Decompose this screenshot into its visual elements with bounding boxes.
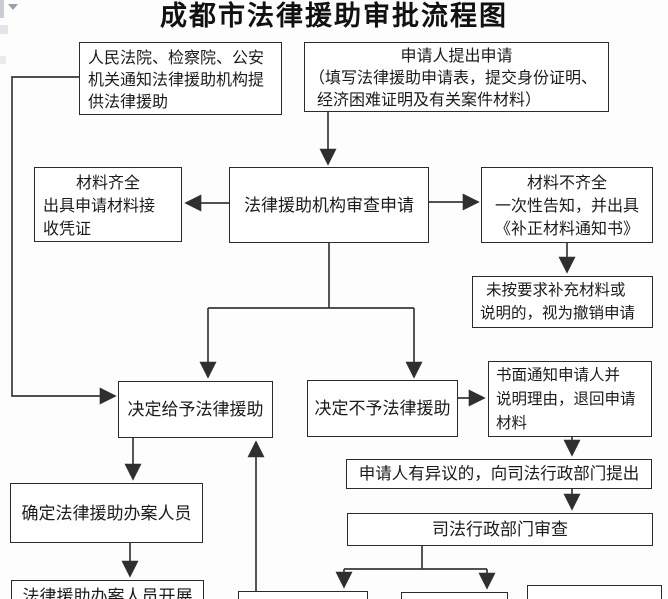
flow-node-applicant-apply: 申请人提出申请 （填写法律援助申请表，提交身份证明、 经济困难证明及有关案件材料… — [304, 42, 609, 112]
node-text-line: 供法律援助 — [88, 94, 169, 111]
node-text-line: 确定法律援助办案人员 — [21, 503, 192, 523]
flow-node-court-notify: 人民法院、检察院、公安 机关通知法律援助机构提 供法律援助 — [79, 42, 282, 115]
flow-node-result-middle — [401, 592, 508, 599]
flow-node-objection: 申请人有异议的，向司法行政部门提出 — [346, 459, 652, 489]
edge-smudge — [0, 56, 6, 64]
node-text-line: 决定不予法律援助 — [314, 399, 451, 418]
flow-node-deny-aid: 决定不予法律援助 — [307, 380, 458, 437]
flow-node-materials-complete: 材料齐全 出具申请材料接 收凭证 — [34, 167, 182, 242]
node-text-line: 法律援助机构审查申请 — [244, 195, 414, 215]
node-text-line: 说明理由，退回申请 — [496, 391, 636, 408]
flow-node-admin-review: 司法行政部门审查 — [347, 513, 653, 546]
node-text-line: 书面通知申请人并 — [496, 367, 621, 384]
flow-node-agency-review: 法律援助机构审查申请 — [229, 167, 429, 243]
node-text-line: 收凭证 — [43, 221, 92, 238]
flow-node-result-left — [238, 591, 368, 599]
flow-node-assign-handler: 确定法律援助办案人员 — [10, 483, 203, 543]
node-text-line: 出具申请材料接 — [43, 198, 156, 215]
flow-node-result-right — [527, 585, 662, 599]
node-text-line: 材料不齐全 — [526, 175, 607, 192]
flow-node-grant-aid: 决定给予法律援助 — [118, 381, 273, 438]
dropdown-arrow-icon — [8, 4, 18, 10]
flow-node-materials-incomplete: 材料不齐全 一次性告知，并出具 《补正材料通知书》 — [481, 167, 653, 243]
flow-node-written-notice: 书面通知申请人并 说明理由，退回申请 材料 — [488, 361, 652, 437]
node-text-line: 说明的，视为撤销申请 — [480, 305, 636, 322]
node-text-line: 法律援助办案人员开展 — [22, 587, 193, 599]
node-text-line: 《补正材料通知书》 — [494, 221, 639, 238]
flow-node-handler-work: 法律援助办案人员开展 — [11, 580, 204, 599]
node-text-line: 司法行政部门审查 — [432, 520, 568, 539]
node-text-line: 一次性告知，并出具 — [494, 198, 639, 215]
node-text-line: 申请人提出申请 — [400, 48, 513, 65]
node-text-line: 决定给予法律援助 — [127, 400, 264, 419]
node-text-line: 申请人有异议的，向司法行政部门提出 — [358, 464, 640, 483]
node-text-line: 材料 — [496, 415, 528, 432]
node-text-line: 经济困难证明及有关案件材料） — [317, 92, 542, 109]
node-text-line: 人民法院、检察院、公安 — [88, 50, 265, 67]
page-title: 成都市法律援助审批流程图 — [160, 1, 508, 31]
node-text-line: 未按要求补充材料或 — [486, 282, 626, 299]
node-text-line: 材料齐全 — [75, 175, 140, 192]
scroll-fragment — [0, 0, 4, 18]
edge-smudge — [0, 25, 8, 34]
flow-node-deemed-withdrawn: 未按要求补充材料或 说明的，视为撤销申请 — [472, 276, 653, 328]
node-text-line: （填写法律援助申请表，提交身份证明、 — [309, 70, 598, 87]
node-text-line: 机关通知法律援助机构提 — [88, 72, 265, 89]
